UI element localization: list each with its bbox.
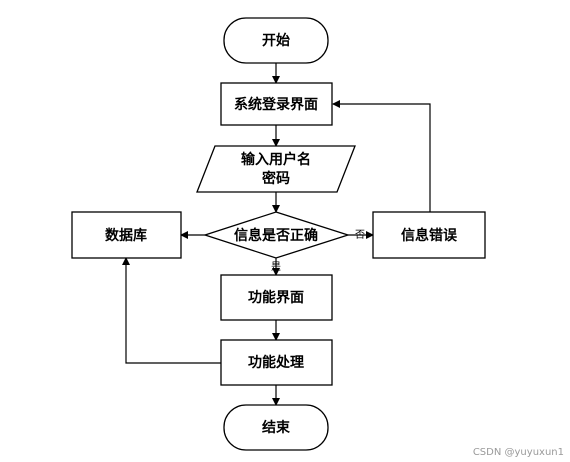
edges bbox=[122, 63, 431, 406]
edge-label-yes: 是 bbox=[271, 261, 281, 273]
start-node bbox=[223, 17, 329, 64]
edge-label-no: 否 bbox=[355, 229, 365, 241]
function-process-label: 功能处理 bbox=[248, 354, 304, 371]
edge-error-to-login bbox=[332, 100, 431, 212]
database-node bbox=[71, 211, 182, 259]
edge-process-to-database bbox=[122, 257, 221, 364]
check-decision-node bbox=[202, 211, 351, 259]
function-screen-node bbox=[220, 274, 333, 321]
start-label: 开始 bbox=[262, 32, 290, 49]
info-error-node bbox=[372, 211, 486, 259]
input-label-line1: 输入用户名 bbox=[241, 151, 311, 168]
function-process-node bbox=[220, 339, 333, 386]
input-node bbox=[196, 145, 356, 193]
input-label-line2: 密码 bbox=[261, 170, 290, 187]
end-label: 结束 bbox=[262, 419, 291, 436]
end-node bbox=[223, 404, 329, 451]
function-screen-label: 功能界面 bbox=[248, 289, 304, 306]
database-label: 数据库 bbox=[105, 227, 147, 244]
login-screen-node bbox=[220, 82, 333, 126]
check-decision-label: 信息是否正确 bbox=[234, 227, 318, 244]
watermark: CSDN @yuyuxun1 bbox=[472, 447, 564, 458]
info-error-label: 信息错误 bbox=[401, 227, 458, 244]
login-screen-label: 系统登录界面 bbox=[234, 96, 318, 113]
